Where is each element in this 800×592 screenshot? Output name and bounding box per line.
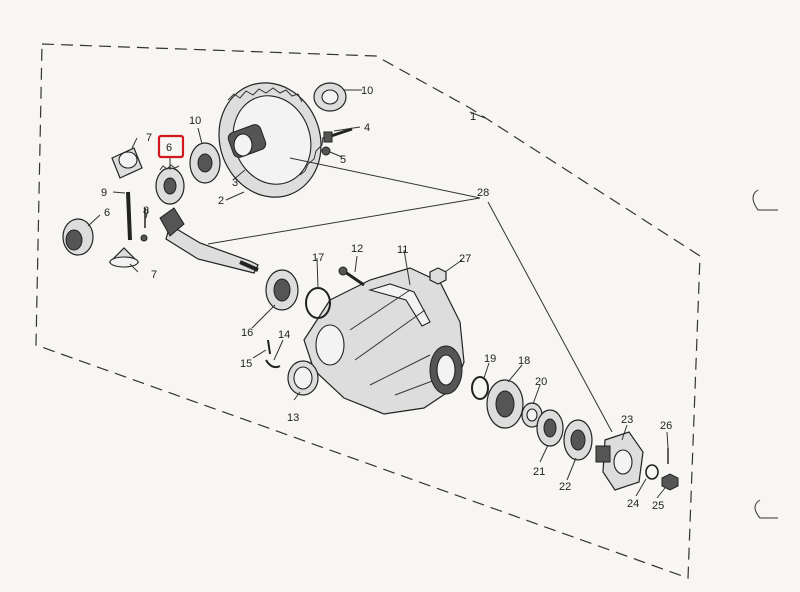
callout-16: 16 (241, 327, 253, 339)
callout-25: 25 (652, 500, 664, 512)
scan-mark (752, 189, 778, 211)
pinion-gear-7-top (111, 147, 143, 179)
bearing-16 (265, 269, 299, 311)
callout-27: 27 (459, 253, 471, 265)
callout-15: 15 (240, 358, 252, 370)
callout-labels: 1 2 3 4 5 6 6 7 7 8 9 10 10 11 12 13 14 … (101, 85, 672, 512)
o-ring-17 (305, 287, 331, 319)
callout-10-top: 10 (361, 85, 373, 97)
highlight-box (157, 134, 185, 159)
pinion-shaft-2 (159, 207, 259, 274)
seal-13 (287, 360, 319, 396)
pin-8 (140, 208, 148, 242)
pinion-gear-7-bottom (108, 247, 140, 268)
callout-5: 5 (340, 154, 346, 166)
bearing-21 (536, 409, 564, 447)
callout-7-top: 7 (146, 132, 152, 144)
callout-19: 19 (484, 353, 496, 365)
callout-11: 11 (397, 244, 408, 256)
bolt-4 (323, 127, 353, 143)
callout-13: 13 (287, 412, 299, 424)
stud-12 (338, 266, 365, 287)
callout-28: 28 (477, 187, 489, 199)
callout-6-highlighted: 6 (166, 142, 172, 154)
washer-24 (645, 464, 659, 480)
washer-5 (321, 146, 331, 156)
leader-lines (87, 89, 669, 499)
pin-15 (267, 339, 271, 355)
callout-8: 8 (143, 205, 149, 217)
callout-12: 12 (351, 243, 363, 255)
callout-23: 23 (621, 414, 633, 426)
callout-18: 18 (518, 355, 530, 367)
nut-25 (661, 473, 679, 491)
flange-23 (595, 431, 644, 491)
callout-24: 24 (627, 498, 639, 510)
assembly-outline (35, 43, 701, 579)
callout-7-bottom: 7 (151, 269, 157, 281)
clip-14 (265, 359, 281, 369)
shaft-9 (126, 191, 132, 241)
callout-9: 9 (101, 187, 107, 199)
ring-19 (471, 376, 489, 400)
callout-21: 21 (533, 466, 545, 478)
callout-14: 14 (278, 329, 290, 341)
callout-17: 17 (312, 252, 324, 264)
side-gear-6-highlighted (155, 164, 185, 205)
crown-wheel-assembly (218, 82, 324, 198)
callout-2: 2 (218, 195, 224, 207)
callout-20: 20 (535, 376, 547, 388)
bearing-10-top (313, 82, 347, 112)
nut-27 (429, 267, 447, 285)
callout-3: 3 (232, 177, 238, 189)
callout-26: 26 (660, 420, 672, 432)
callout-22: 22 (559, 481, 571, 493)
scan-mark (754, 499, 778, 519)
housing-11 (303, 267, 465, 415)
side-gear-6-left (62, 218, 94, 256)
callout-10-left: 10 (189, 115, 201, 127)
callout-6: 6 (104, 207, 110, 219)
bearing-10-left (189, 142, 221, 184)
callout-4: 4 (364, 122, 370, 134)
bearing-22 (563, 419, 593, 461)
bearing-18 (486, 379, 524, 429)
callout-1: 1 (470, 111, 476, 123)
